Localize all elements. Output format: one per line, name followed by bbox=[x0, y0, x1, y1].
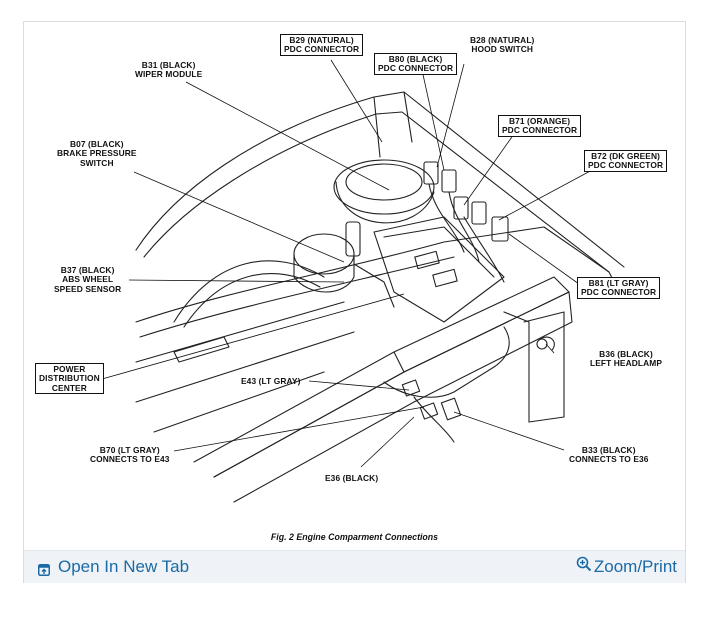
open-in-new-tab-button[interactable]: Open In New Tab bbox=[38, 557, 189, 577]
label-b28-line2: HOOD SWITCH bbox=[471, 44, 533, 55]
label-b80: B80 (BLACK) PDC CONNECTOR bbox=[374, 53, 458, 75]
label-b33: B33 (BLACK) CONNECTS TO E36 bbox=[569, 445, 649, 465]
label-b71-line1: B71 (ORANGE) bbox=[508, 116, 571, 126]
hood-edge bbox=[135, 91, 625, 268]
label-e43-line1: E43 (LT GRAY) bbox=[241, 376, 301, 386]
label-b33-line2: CONNECTS TO E36 bbox=[569, 454, 649, 465]
label-b71-line2: PDC CONNECTOR bbox=[502, 125, 578, 136]
label-b07-line2: BRAKE PRESSURE bbox=[57, 148, 137, 159]
label-b36-line2: LEFT HEADLAMP bbox=[590, 358, 663, 369]
label-pdc-line3: CENTER bbox=[51, 382, 87, 393]
label-b37-line3: SPEED SENSOR bbox=[54, 283, 122, 294]
label-b37-line2: ABS WHEEL bbox=[62, 274, 114, 285]
label-b80-line1: B80 (BLACK) bbox=[388, 54, 443, 64]
label-b72-line1: B72 (DK GREEN) bbox=[591, 151, 660, 161]
label-b36: B36 (BLACK) LEFT HEADLAMP bbox=[590, 349, 663, 369]
label-pdc-line2: DISTRIBUTION bbox=[39, 373, 100, 384]
label-b31-line1: B31 (BLACK) bbox=[141, 60, 196, 70]
label-b70-line2: CONNECTS TO E43 bbox=[90, 454, 170, 465]
engine-drawing bbox=[101, 59, 625, 503]
label-b81-line1: B81 (LT GRAY) bbox=[588, 278, 649, 288]
label-b33-line1: B33 (BLACK) bbox=[581, 445, 636, 455]
engine-diagram: B29 (NATURAL) PDC CONNECTOR B28 (NATURAL… bbox=[24, 22, 685, 550]
figure-toolbar: Open In New Tab Zoom/Print bbox=[24, 550, 685, 583]
magnifier-plus-icon bbox=[576, 556, 592, 572]
label-b07-line3: SWITCH bbox=[79, 157, 114, 168]
label-b72-line2: PDC CONNECTOR bbox=[588, 160, 664, 171]
label-pdc-line1: POWER bbox=[53, 364, 86, 374]
label-b31: B31 (BLACK) WIPER MODULE bbox=[135, 60, 203, 80]
label-b36-line1: B36 (BLACK) bbox=[599, 349, 653, 359]
label-b81: B81 (LT GRAY) PDC CONNECTOR bbox=[577, 277, 661, 299]
zoom-print-button[interactable]: Zoom/Print bbox=[576, 556, 677, 577]
label-b28: B28 (NATURAL) HOOD SWITCH bbox=[470, 35, 535, 55]
label-e36: E36 (BLACK) bbox=[325, 473, 379, 483]
figure-frame: B29 (NATURAL) PDC CONNECTOR B28 (NATURAL… bbox=[23, 21, 686, 583]
zoom-print-label: Zoom/Print bbox=[593, 557, 677, 576]
label-b29-line1: B29 (NATURAL) bbox=[289, 35, 354, 45]
label-b37-line1: B37 (BLACK) bbox=[60, 265, 115, 275]
label-b29-line2: PDC CONNECTOR bbox=[284, 44, 360, 55]
label-b81-line2: PDC CONNECTOR bbox=[581, 287, 657, 298]
label-b07: B07 (BLACK) BRAKE PRESSURE SWITCH bbox=[57, 139, 137, 168]
label-b70: B70 (LT GRAY) CONNECTS TO E43 bbox=[90, 445, 170, 465]
open-in-new-tab-label: Open In New Tab bbox=[58, 557, 190, 576]
label-b31-line2: WIPER MODULE bbox=[135, 69, 203, 80]
label-b70-line1: B70 (LT GRAY) bbox=[99, 445, 160, 455]
label-pdc: POWER DISTRIBUTION CENTER bbox=[35, 363, 104, 395]
label-e43: E43 (LT GRAY) bbox=[241, 376, 301, 386]
label-b71: B71 (ORANGE) PDC CONNECTOR bbox=[498, 115, 582, 137]
label-b80-line2: PDC CONNECTOR bbox=[378, 63, 454, 74]
figure-caption: Fig. 2 Engine Comparment Connections bbox=[270, 532, 439, 542]
label-b07-line1: B07 (BLACK) bbox=[69, 139, 124, 149]
open-new-tab-icon bbox=[38, 561, 50, 576]
label-b37: B37 (BLACK) ABS WHEEL SPEED SENSOR bbox=[54, 265, 122, 294]
label-b29: B29 (NATURAL) PDC CONNECTOR bbox=[280, 34, 364, 56]
label-b72: B72 (DK GREEN) PDC CONNECTOR bbox=[584, 150, 668, 172]
label-e36-line1: E36 (BLACK) bbox=[325, 473, 379, 483]
label-b28-line1: B28 (NATURAL) bbox=[470, 35, 535, 45]
